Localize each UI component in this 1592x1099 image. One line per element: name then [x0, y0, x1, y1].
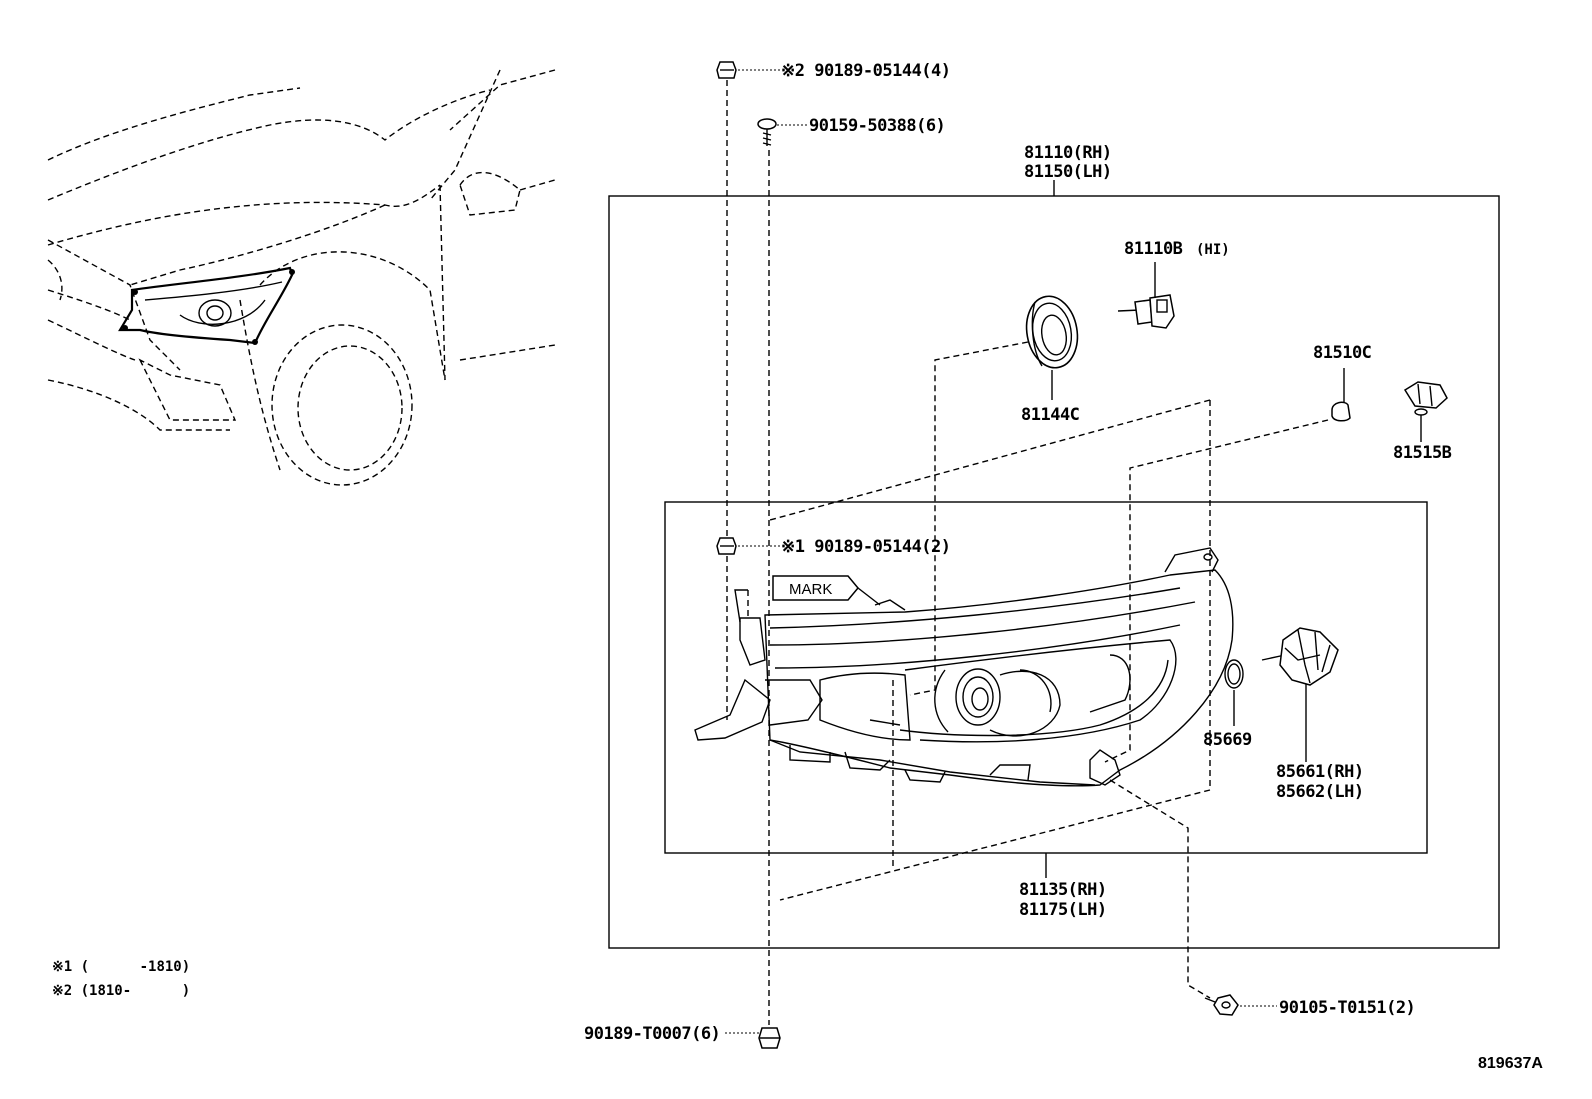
- label-cap: 81144C: [1021, 405, 1079, 425]
- label-bolt-bottom-right: 90105-T0151(2): [1279, 998, 1415, 1018]
- o-ring-icon: [1224, 659, 1244, 689]
- mark-tag: MARK: [772, 575, 859, 601]
- bolt-bottom-left-icon: [758, 1027, 781, 1049]
- mark-label: MARK: [789, 581, 832, 598]
- note-2: ※2 (1810- ): [52, 983, 190, 999]
- bolt-bottom-right-icon: [1204, 994, 1239, 1016]
- note-1: ※1 ( -1810): [52, 959, 190, 975]
- label-lamp-socket-rh: 85661(RH): [1276, 762, 1364, 782]
- label-bulb-small: 81510C: [1313, 343, 1371, 363]
- headlamp-bulb-hi-icon: [1117, 294, 1175, 329]
- wedge-bulb-icon: [1331, 401, 1351, 422]
- label-housing-lh: 81175(LH): [1019, 900, 1107, 920]
- lamp-socket-icon: [1261, 627, 1339, 686]
- label-bolt-bottom-left: 90189-T0007(6): [584, 1024, 720, 1044]
- headlamp-housing-illustration: [694, 547, 1234, 787]
- label-o-ring: 85669: [1203, 730, 1252, 750]
- label-bulb-hi-suffix: (HI): [1196, 242, 1230, 258]
- label-socket: 81515B: [1393, 443, 1452, 463]
- label-housing-rh: 81135(RH): [1019, 880, 1107, 900]
- label-lamp-socket-lh: 85662(LH): [1276, 782, 1364, 802]
- screw-top-icon: [757, 118, 777, 146]
- label-unit-rh: 81110(RH): [1024, 143, 1112, 163]
- flange-bolt-top-icon: [716, 61, 737, 79]
- label-bolt-mid: ※1 90189-05144(2): [781, 537, 951, 557]
- label-bolt-top: ※2 90189-05144(4): [781, 61, 951, 81]
- diagram-code: 819637A: [1478, 1055, 1543, 1072]
- vehicle-location-illustration: [47, 69, 556, 486]
- label-bulb-hi: 81110B: [1124, 239, 1183, 259]
- headlamp-cap-icon: [1025, 295, 1079, 369]
- flange-bolt-mid-icon: [716, 537, 737, 555]
- bulb-socket-icon: [1403, 381, 1448, 416]
- label-screw-top: 90159-50388(6): [809, 116, 945, 136]
- label-unit-lh: 81150(LH): [1024, 162, 1112, 182]
